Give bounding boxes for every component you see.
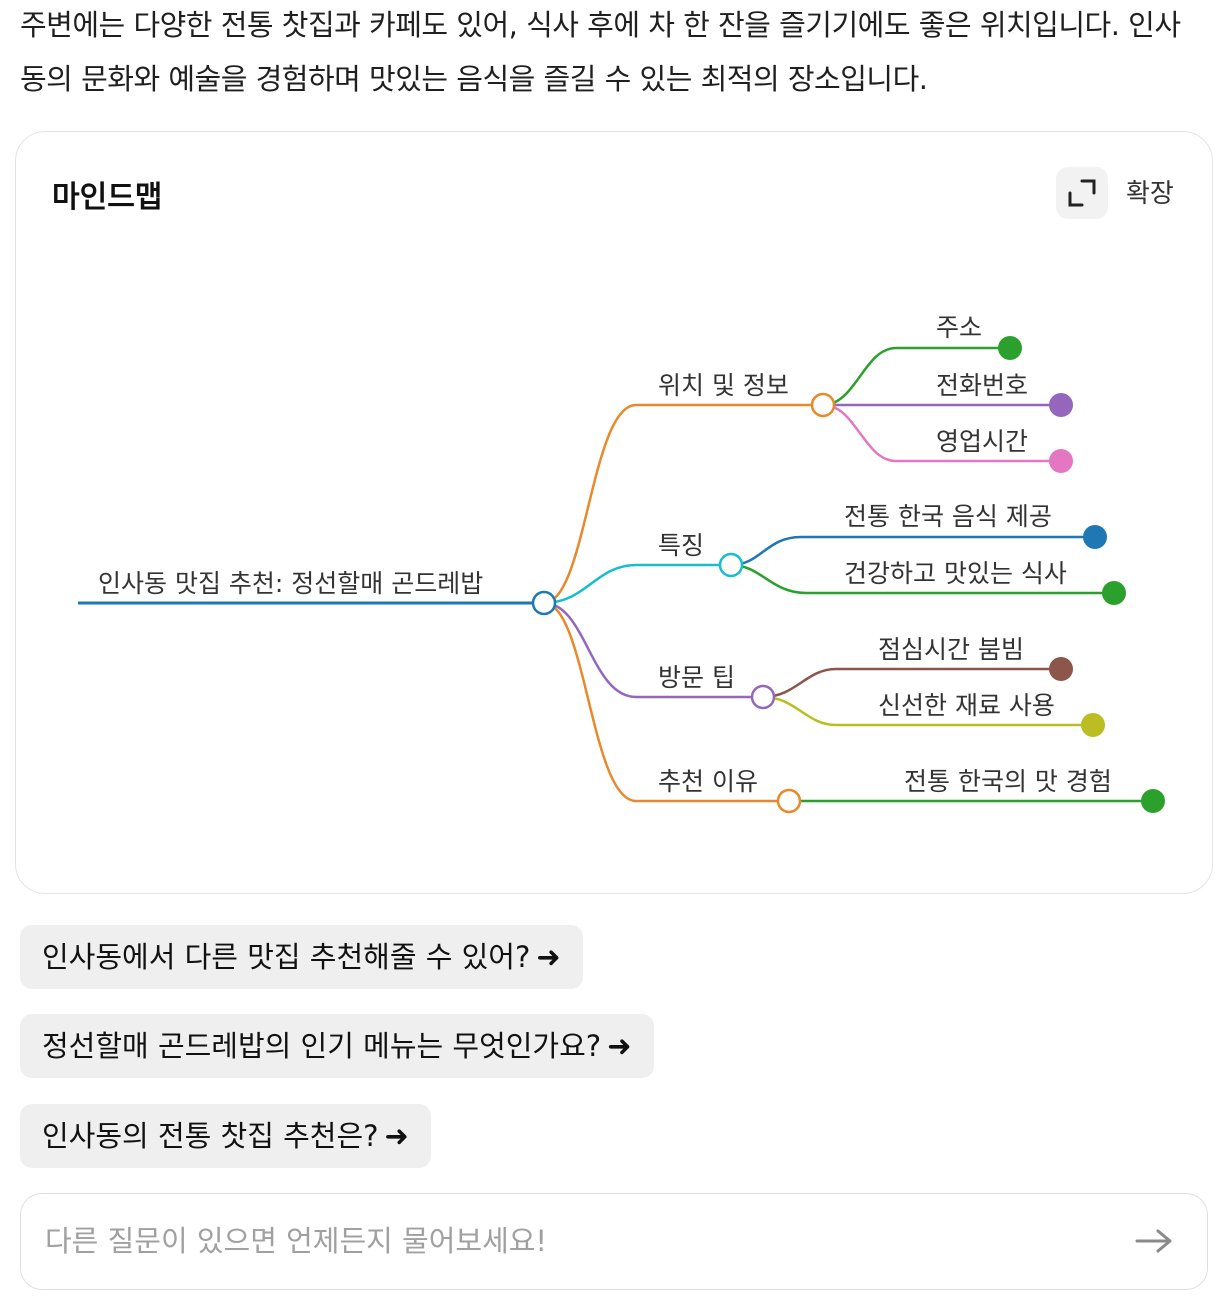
suggestion-chip-tea-house[interactable]: 인사동의 전통 찻집 추천은?➜ xyxy=(20,1104,431,1168)
leaf-dot-hours xyxy=(1049,449,1073,473)
leaf-dot-healthy xyxy=(1102,581,1126,605)
leaf-dot-busy xyxy=(1049,657,1073,681)
leaf-label-hours: 영업시간 xyxy=(936,427,1028,456)
root-node xyxy=(531,590,557,616)
branch-edge-features xyxy=(543,563,731,605)
suggestion-text: 인사동의 전통 찻집 추천은? xyxy=(42,1119,379,1153)
leaf-dot-address xyxy=(998,336,1022,360)
branch-node-reason xyxy=(776,788,802,814)
leaf-dot-taste xyxy=(1141,789,1165,813)
branch-label-reason: 추천 이유 xyxy=(658,767,758,796)
expand-label[interactable]: 확장 xyxy=(1126,179,1174,209)
mindmap-title: 마인드맵 xyxy=(52,180,163,215)
send-arrow-icon[interactable] xyxy=(1134,1226,1174,1256)
mindmap-card: 마인드맵 확장 인사동 맛집 추천: 정선할매 곤드레밥 위치 및 정보 주소 … xyxy=(15,131,1213,894)
branch-edge-tips xyxy=(543,601,763,699)
leaf-label-fresh: 신선한 재료 사용 xyxy=(878,691,1055,720)
suggestion-chip-popular-menu[interactable]: 정선할매 곤드레밥의 인기 메뉴는 무엇인가요?➜ xyxy=(20,1014,654,1078)
arrow-right-icon: ➜ xyxy=(607,1029,632,1063)
leaf-label-address: 주소 xyxy=(936,313,982,342)
leaf-label-phone: 전화번호 xyxy=(936,371,1028,400)
question-input[interactable] xyxy=(45,1216,1105,1266)
answer-text: 주변에는 다양한 전통 찻집과 카페도 있어, 식사 후에 차 한 잔을 즐기기… xyxy=(20,8,1181,96)
branch-node-location xyxy=(810,392,836,418)
leaf-label-traditional: 전통 한국 음식 제공 xyxy=(844,502,1052,531)
branch-node-features xyxy=(718,552,744,578)
suggestion-chip-other-restaurants[interactable]: 인사동에서 다른 맛집 추천해줄 수 있어?➜ xyxy=(20,925,583,989)
suggestion-text: 정선할매 곤드레밥의 인기 메뉴는 무엇인가요? xyxy=(42,1029,602,1063)
question-input-container xyxy=(20,1193,1208,1290)
branch-label-tips: 방문 팁 xyxy=(658,663,735,692)
branch-label-location: 위치 및 정보 xyxy=(658,371,789,400)
leaf-label-busy: 점심시간 붐빔 xyxy=(878,635,1024,664)
leaf-dot-traditional xyxy=(1083,525,1107,549)
mindmap-diagram: 인사동 맛집 추천: 정선할매 곤드레밥 위치 및 정보 주소 전화번호 영업시… xyxy=(78,313,1165,814)
root-label: 인사동 맛집 추천: 정선할매 곤드레밥 xyxy=(98,569,483,598)
branch-edge-reason xyxy=(543,601,789,803)
expand-button[interactable] xyxy=(1056,167,1108,219)
suggestion-text: 인사동에서 다른 맛집 추천해줄 수 있어? xyxy=(42,940,531,974)
arrow-right-icon: ➜ xyxy=(536,940,561,974)
branch-label-features: 특징 xyxy=(658,531,704,560)
arrow-right-icon: ➜ xyxy=(384,1119,409,1153)
leaf-label-healthy: 건강하고 맛있는 식사 xyxy=(844,559,1067,588)
leaf-label-taste: 전통 한국의 맛 경험 xyxy=(904,767,1112,796)
leaf-dot-phone xyxy=(1049,393,1073,417)
expand-icon xyxy=(1068,179,1096,207)
branch-node-tips xyxy=(750,684,776,710)
branch-edge-location xyxy=(543,403,823,605)
leaf-dot-fresh xyxy=(1081,713,1105,737)
